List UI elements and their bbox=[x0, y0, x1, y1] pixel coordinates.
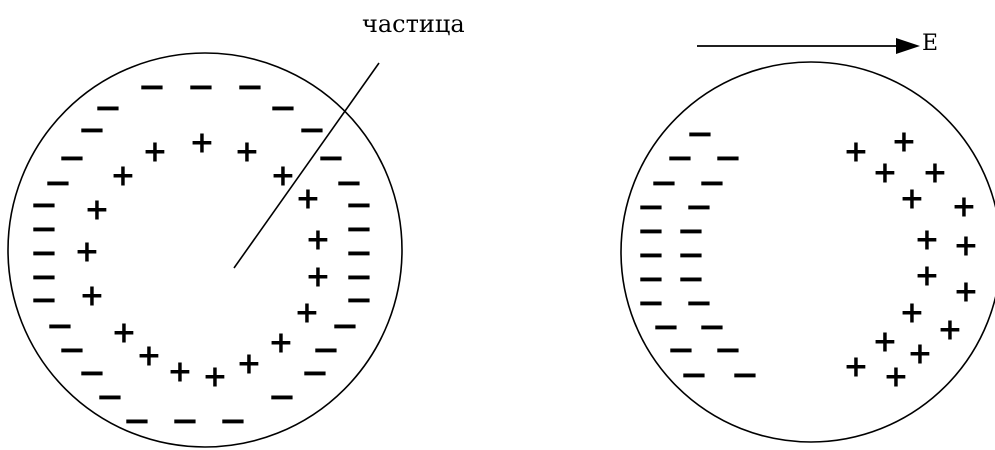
minus-charge: − bbox=[637, 187, 666, 227]
minus-charge: − bbox=[44, 163, 73, 203]
minus-charge: − bbox=[677, 235, 706, 275]
left-particle-outline bbox=[7, 52, 403, 448]
plus-charge: + bbox=[883, 360, 908, 395]
minus-charge: − bbox=[698, 307, 727, 347]
plus-charge: + bbox=[953, 229, 978, 264]
plus-charge: + bbox=[914, 259, 939, 294]
minus-charge: − bbox=[637, 235, 666, 275]
minus-charge: − bbox=[187, 67, 216, 107]
left-particle-charges: −−−−−−−−−−−−−−−−−−−−−−−−−−−−−−−−++++++++… bbox=[30, 67, 374, 441]
plus-charge: + bbox=[84, 193, 109, 228]
right-particle-outline bbox=[620, 61, 995, 443]
plus-charge: + bbox=[872, 325, 897, 360]
minus-charge: − bbox=[714, 330, 743, 370]
minus-charge: − bbox=[345, 209, 374, 249]
minus-charge: − bbox=[685, 283, 714, 323]
minus-charge: − bbox=[666, 138, 695, 178]
plus-charge: + bbox=[270, 159, 295, 194]
plus-charge: + bbox=[142, 135, 167, 170]
minus-charge: − bbox=[637, 211, 666, 251]
minus-charge: − bbox=[58, 330, 87, 370]
plus-charge: + bbox=[110, 159, 135, 194]
plus-charge: + bbox=[268, 326, 293, 361]
minus-charge: − bbox=[78, 110, 107, 150]
plus-charge: + bbox=[843, 135, 868, 170]
minus-charge: − bbox=[30, 280, 59, 320]
minus-charge: − bbox=[301, 353, 330, 393]
minus-charge: − bbox=[731, 355, 760, 395]
minus-charge: − bbox=[30, 257, 59, 297]
minus-charge: − bbox=[637, 283, 666, 323]
plus-charge: + bbox=[872, 156, 897, 191]
minus-charge: − bbox=[667, 330, 696, 370]
minus-charge: − bbox=[138, 67, 167, 107]
minus-charge: − bbox=[335, 163, 364, 203]
minus-charge: − bbox=[46, 306, 75, 346]
minus-charge: − bbox=[269, 88, 298, 128]
minus-charge: − bbox=[30, 233, 59, 273]
minus-charge: − bbox=[686, 114, 715, 154]
minus-charge: − bbox=[650, 163, 679, 203]
particle-pointer-line bbox=[233, 62, 380, 269]
minus-charge: − bbox=[331, 306, 360, 346]
plus-charge: + bbox=[899, 182, 924, 217]
plus-charge: + bbox=[907, 337, 932, 372]
plus-charge: + bbox=[305, 223, 330, 258]
minus-charge: − bbox=[236, 67, 265, 107]
minus-charge: − bbox=[345, 233, 374, 273]
minus-charge: − bbox=[123, 401, 152, 441]
minus-charge: − bbox=[714, 138, 743, 178]
minus-charge: − bbox=[345, 280, 374, 320]
plus-charge: + bbox=[202, 360, 227, 395]
field-label: E bbox=[922, 31, 938, 56]
plus-charge: + bbox=[74, 235, 99, 270]
plus-charge: + bbox=[953, 275, 978, 310]
minus-charge: − bbox=[312, 330, 341, 370]
plus-charge: + bbox=[914, 223, 939, 258]
minus-charge: − bbox=[268, 377, 297, 417]
plus-charge: + bbox=[234, 135, 259, 170]
minus-charge: − bbox=[652, 307, 681, 347]
plus-charge: + bbox=[305, 260, 330, 295]
plus-charge: + bbox=[843, 350, 868, 385]
plus-charge: + bbox=[891, 125, 916, 160]
plus-charge: + bbox=[136, 339, 161, 374]
minus-charge: − bbox=[345, 257, 374, 297]
minus-charge: − bbox=[685, 187, 714, 227]
particle-label: частица bbox=[362, 10, 465, 38]
left-particle: частица −−−−−−−−−−−−−−−−−−−−−−−−−−−−−−−−… bbox=[7, 10, 465, 448]
minus-charge: − bbox=[345, 185, 374, 225]
minus-charge: − bbox=[637, 259, 666, 299]
minus-charge: − bbox=[171, 401, 200, 441]
minus-charge: − bbox=[30, 185, 59, 225]
minus-charge: − bbox=[30, 209, 59, 249]
field-arrow-head bbox=[896, 38, 920, 54]
minus-charge: − bbox=[96, 377, 125, 417]
minus-charge: − bbox=[78, 353, 107, 393]
minus-charge: − bbox=[677, 259, 706, 299]
plus-charge: + bbox=[79, 279, 104, 314]
plus-charge: + bbox=[951, 190, 976, 225]
minus-charge: − bbox=[680, 355, 709, 395]
minus-charge: − bbox=[219, 401, 248, 441]
right-particle: E −−−−−−−−−−−−−−−−−−−−−++++++++++++++++ bbox=[620, 31, 995, 443]
plus-charge: + bbox=[295, 182, 320, 217]
right-particle-charges: −−−−−−−−−−−−−−−−−−−−−++++++++++++++++ bbox=[637, 114, 979, 395]
plus-charge: + bbox=[189, 126, 214, 161]
minus-charge: − bbox=[94, 88, 123, 128]
minus-charge: − bbox=[698, 163, 727, 203]
minus-charge: − bbox=[298, 110, 327, 150]
plus-charge: + bbox=[899, 296, 924, 331]
plus-charge: + bbox=[922, 156, 947, 191]
plus-charge: + bbox=[167, 355, 192, 390]
minus-charge: − bbox=[58, 138, 87, 178]
plus-charge: + bbox=[236, 347, 261, 382]
minus-charge: − bbox=[677, 211, 706, 251]
plus-charge: + bbox=[937, 313, 962, 348]
plus-charge: + bbox=[294, 296, 319, 331]
minus-charge: − bbox=[317, 138, 346, 178]
plus-charge: + bbox=[111, 316, 136, 351]
